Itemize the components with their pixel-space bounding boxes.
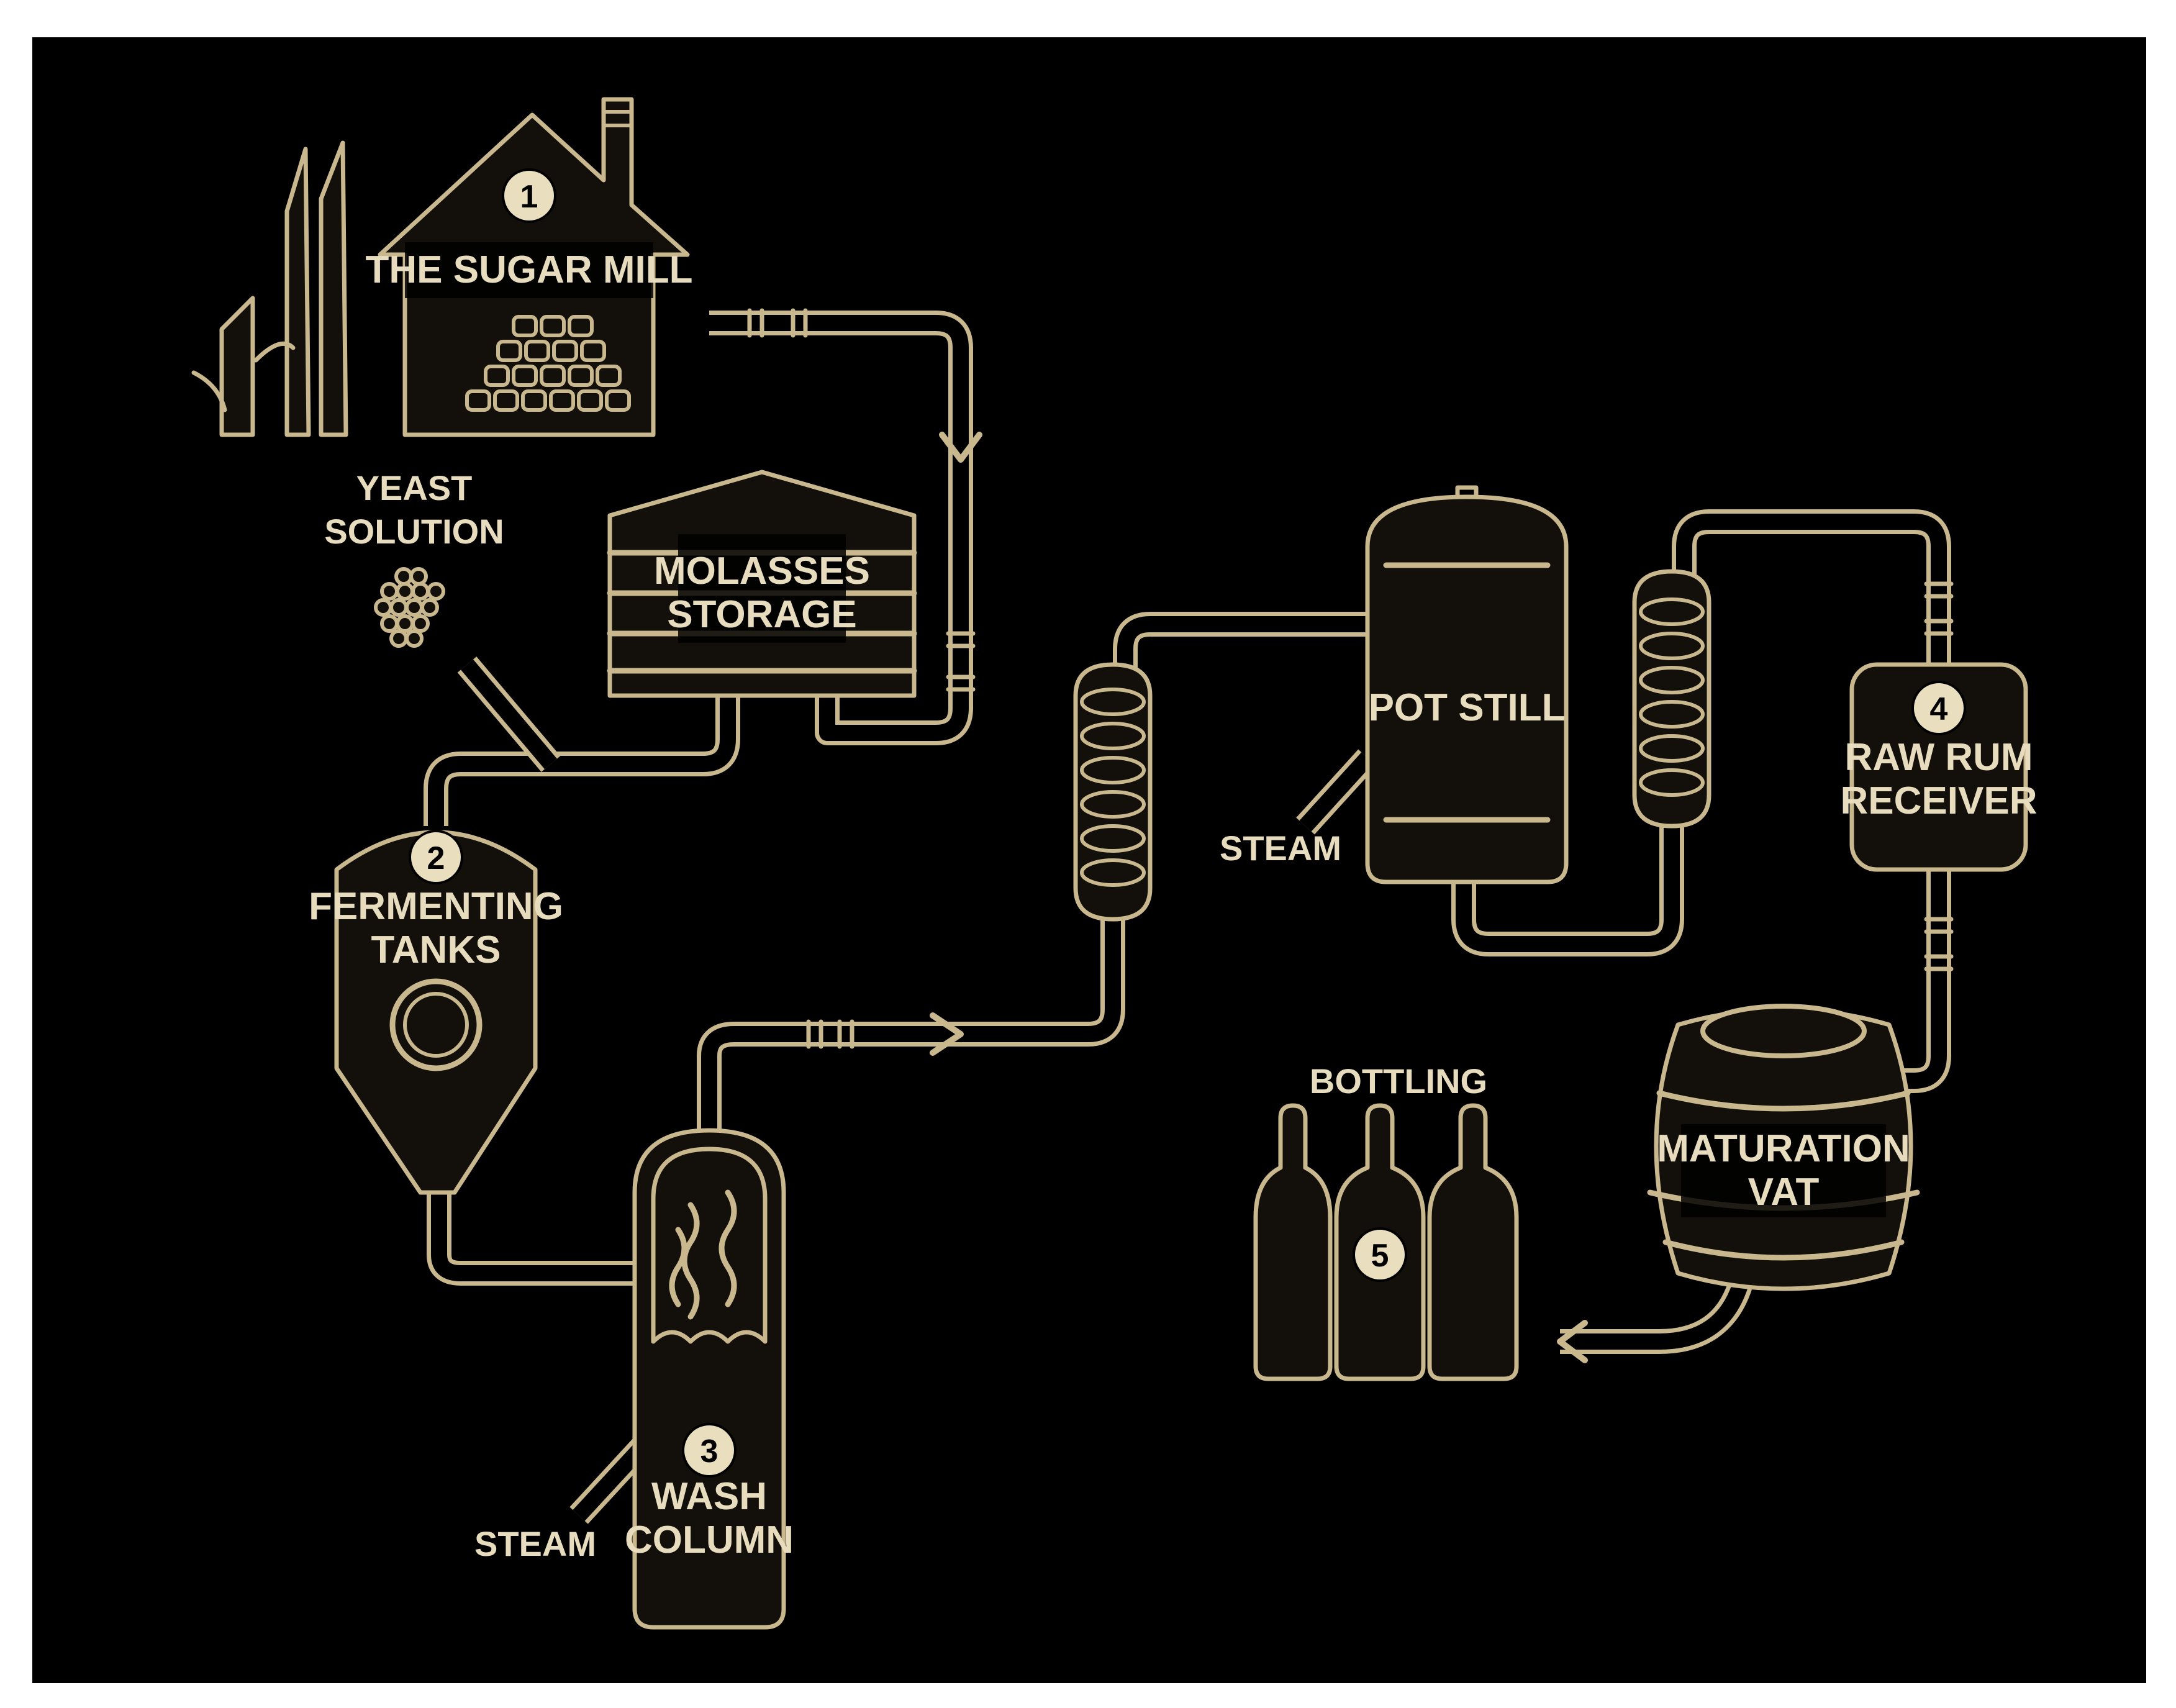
pot-still: POT STILL xyxy=(1365,485,1569,884)
condenser-coil-1 xyxy=(1073,662,1153,922)
flow-arrows xyxy=(930,432,1588,1363)
step-5-number: 5 xyxy=(1371,1238,1389,1274)
molasses-label-line1: MOLASSES xyxy=(654,550,870,593)
step-1-number: 1 xyxy=(520,179,538,215)
maturation-vat: MATURATION VAT xyxy=(1647,1004,1920,1291)
sugar-cane-icon xyxy=(191,140,348,437)
arrow-left-icon xyxy=(1557,1320,1588,1363)
yeast-solution: YEAST SOLUTION xyxy=(324,468,504,648)
sugar-mill: THE SUGAR MILL 1 xyxy=(366,97,693,437)
rum-process-diagram: THE SUGAR MILL 1 YEAST SOLUTION xyxy=(32,37,2146,1683)
bottling-label: BOTTLING xyxy=(1310,1061,1487,1101)
yeast-cells-icon xyxy=(374,567,445,648)
sugar-cubes-icon xyxy=(465,315,631,412)
step-3-number: 3 xyxy=(700,1433,719,1470)
maturation-label-line1: MATURATION xyxy=(1657,1127,1910,1170)
pot-still-label: POT STILL xyxy=(1369,686,1566,729)
wash-column: WASH COLUMN 3 xyxy=(625,1128,794,1630)
step-2-number: 2 xyxy=(427,840,445,876)
pipe-couplings xyxy=(747,308,1954,1049)
step-3-badge xyxy=(682,1423,737,1478)
step-5-badge xyxy=(1353,1227,1407,1282)
bottle-icon-1 xyxy=(1253,1103,1333,1381)
receiver-label-line2: RECEIVER xyxy=(1841,779,2038,822)
fermenting-label-line1: FERMENTING xyxy=(309,885,563,928)
step-4-badge xyxy=(1911,681,1966,735)
bottle-icon-3 xyxy=(1427,1103,1519,1381)
wash-label-line1: WASH xyxy=(651,1475,767,1518)
fermenting-tanks: FERMENTING TANKS 2 xyxy=(309,830,563,1195)
maturation-label-line2: VAT xyxy=(1748,1171,1820,1214)
raw-rum-receiver: RAW RUM RECEIVER 4 xyxy=(1841,662,2038,872)
bottling: BOTTLING 5 xyxy=(1253,1061,1519,1381)
yeast-label-line1: YEAST xyxy=(356,468,473,507)
yeast-label-line2: SOLUTION xyxy=(324,512,504,551)
steam-pot-label: STEAM xyxy=(1220,829,1341,868)
fermenting-label-line2: TANKS xyxy=(371,929,501,971)
arrow-right-icon xyxy=(930,1012,964,1056)
wash-label-line2: COLUMN xyxy=(625,1519,794,1561)
molasses-label-line2: STORAGE xyxy=(667,593,856,636)
molasses-storage: MOLASSES STORAGE xyxy=(607,470,917,698)
step-1-badge xyxy=(502,168,556,223)
receiver-label-line1: RAW RUM xyxy=(1844,736,2033,779)
step-4-number: 4 xyxy=(1930,691,1948,727)
steam-wash-label: STEAM xyxy=(474,1524,596,1563)
sugar-mill-label: THE SUGAR MILL xyxy=(366,248,693,291)
step-2-badge xyxy=(409,830,463,884)
arrow-down-icon xyxy=(939,432,982,463)
condenser-coil-2 xyxy=(1632,569,1711,829)
pipes xyxy=(424,311,1951,1524)
